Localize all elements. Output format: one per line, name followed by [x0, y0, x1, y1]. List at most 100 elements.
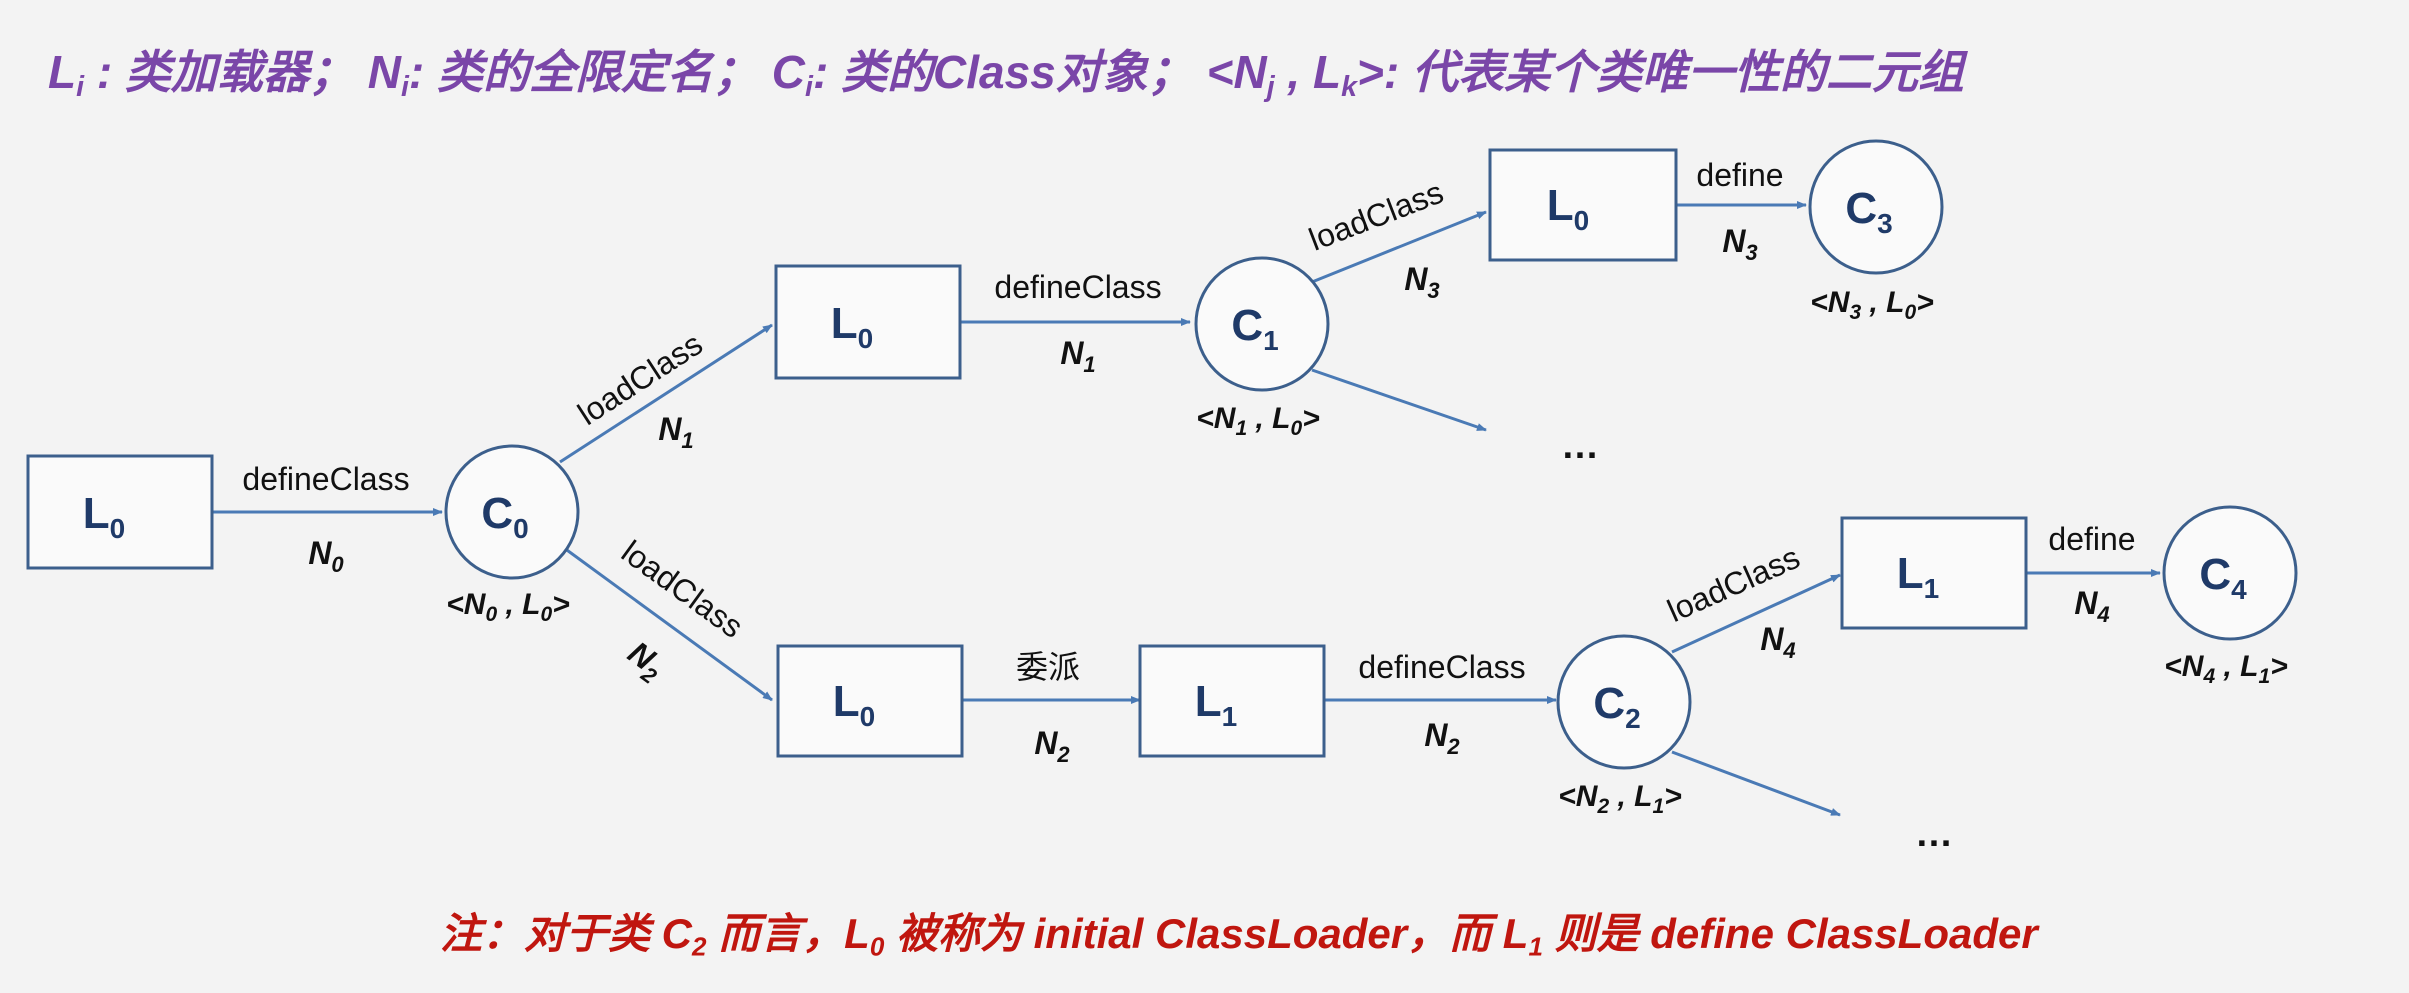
edge-label-text: defineClass	[242, 461, 409, 497]
edge-label-group-e5: loadClass N3	[1304, 174, 1448, 303]
legend-pair-sub2: k	[1341, 70, 1357, 103]
note-sub3: 1	[1528, 931, 1543, 962]
ellipsis-bottom: …	[1915, 813, 1953, 855]
box-l1-right: L1	[1840, 516, 2028, 630]
circle-label: C4	[2199, 550, 2247, 605]
edge-label-n: N4	[1760, 621, 1795, 663]
box-label: L0	[83, 489, 125, 544]
edge-label-n: N3	[1404, 261, 1439, 303]
circle-shape	[1194, 256, 1330, 392]
circle-c3: C3	[1808, 139, 1944, 275]
box-l0-bottom: L0	[776, 644, 964, 758]
box-label: L1	[1897, 549, 1939, 604]
circle-c2: C2	[1556, 634, 1692, 770]
note-part1: 注：对于类 C	[440, 910, 693, 957]
edge-label-text: 委派	[1016, 649, 1080, 685]
legend-n-sub: i	[400, 70, 409, 103]
box-rect	[776, 644, 964, 758]
edge-label-n: N4	[2074, 585, 2109, 627]
box-label: L0	[833, 677, 875, 732]
legend-l-sub: i	[76, 70, 85, 103]
edge-label-n: N2	[1034, 725, 1070, 767]
box-rect	[1840, 516, 2028, 630]
legend-pair-close: >	[1356, 46, 1384, 98]
edge-label-group-e7: 委派 N2	[1016, 649, 1080, 767]
pair-label-c3: <N3 , L0>	[1810, 286, 1933, 324]
edge-label-text: loadClass	[1662, 539, 1805, 629]
box-label: L0	[831, 299, 873, 354]
circle-c1: C1	[1194, 256, 1330, 392]
edge-label-group-e6: define N3	[1696, 157, 1783, 265]
box-l0-start: L0	[26, 454, 214, 570]
legend-l-desc: : 类加载器；	[84, 46, 355, 98]
box-l1-bottom: L1	[1138, 644, 1326, 758]
box-rect	[26, 454, 214, 570]
legend-pair-sub1: j	[1266, 70, 1275, 103]
edge-label-n: N1	[1060, 335, 1095, 377]
ellipsis-top: …	[1561, 425, 1599, 467]
note-sub2: 0	[869, 931, 885, 962]
edge-loadclass-n4	[1671, 573, 1841, 654]
note-sub1: 2	[692, 931, 707, 962]
box-l0-top: L0	[774, 264, 962, 380]
note-part4: 则是 define ClassLoader	[1542, 910, 2038, 957]
edge-label-text: loadClass	[1304, 174, 1448, 258]
circle-label: C1	[1231, 301, 1278, 356]
circle-shape	[1556, 634, 1692, 770]
footnote: 注：对于类 C2 而言，L0 被称为 initial ClassLoader，而…	[440, 900, 2038, 962]
legend-pair-desc: : 代表某个类唯一性的二元组	[1383, 46, 1964, 98]
note-part2: 而言，L	[706, 910, 870, 957]
legend-line: Li : 类加载器； Ni: 类的全限定名； Ci: 类的Class对象； <N…	[48, 36, 1964, 104]
legend-n-desc: : 类的全限定名；	[408, 46, 759, 98]
edge-label-group-e4: defineClass N1	[994, 269, 1161, 377]
edge-loadclass-n2	[559, 543, 773, 702]
circle-label: C2	[1593, 679, 1640, 734]
box-label: L0	[1547, 181, 1589, 236]
legend-c-term: C	[771, 46, 806, 98]
edge-c1-branch	[1311, 368, 1487, 432]
edge-label-n: N2	[618, 634, 672, 689]
circle-c0: C0	[444, 444, 580, 580]
circle-shape	[444, 444, 580, 580]
edge-loadclass-n3	[1311, 210, 1487, 284]
edge-label-group-e1: defineClass N0	[242, 461, 409, 577]
edge-label-text: define	[1696, 157, 1783, 193]
circle-label: C0	[481, 489, 528, 544]
edge-label-n: N1	[658, 411, 693, 453]
circle-shape	[2162, 505, 2298, 641]
legend-c-desc: : 类的Class对象；	[812, 46, 1194, 98]
edge-label-group-e3: loadClass N2	[615, 533, 750, 689]
box-rect	[1138, 644, 1326, 758]
pair-label-c2: <N2 , L1>	[1558, 780, 1681, 818]
edge-label-n: N2	[1424, 717, 1460, 759]
box-rect	[774, 264, 962, 380]
pair-label-c1: <N1 , L0>	[1196, 402, 1319, 440]
edge-label-text: loadClass	[615, 533, 750, 645]
edge-label-group-e2: loadClass N1	[571, 325, 708, 453]
edge-label-n: N0	[308, 535, 344, 577]
legend-pair-open: <N	[1206, 46, 1267, 98]
edge-c2-branch	[1671, 750, 1841, 817]
circle-label: C3	[1845, 184, 1892, 239]
edge-label-group-e10: define N4	[2048, 521, 2135, 627]
circle-shape	[1808, 139, 1944, 275]
edge-loadclass-n1	[559, 323, 773, 464]
legend-pair-mid: , L	[1274, 46, 1342, 98]
pair-label-c4: <N4 , L1>	[2164, 650, 2287, 688]
box-label: L1	[1195, 677, 1237, 732]
edge-label-text: defineClass	[1358, 649, 1525, 685]
edge-label-text: define	[2048, 521, 2135, 557]
edge-label-n: N3	[1722, 223, 1757, 265]
note-part3: 被称为 initial ClassLoader，而 L	[884, 910, 1529, 957]
legend-n-term: N	[367, 46, 401, 98]
circle-c4: C4	[2162, 505, 2298, 641]
edge-label-group-e8: defineClass N2	[1358, 649, 1525, 759]
box-l0-topright: L0	[1488, 148, 1678, 262]
edge-label-text: defineClass	[994, 269, 1161, 305]
legend-c-sub: i	[805, 70, 813, 103]
legend-l-term: L	[48, 46, 77, 98]
pair-label-c0: <N0 , L0>	[446, 588, 569, 626]
box-rect	[1488, 148, 1678, 262]
